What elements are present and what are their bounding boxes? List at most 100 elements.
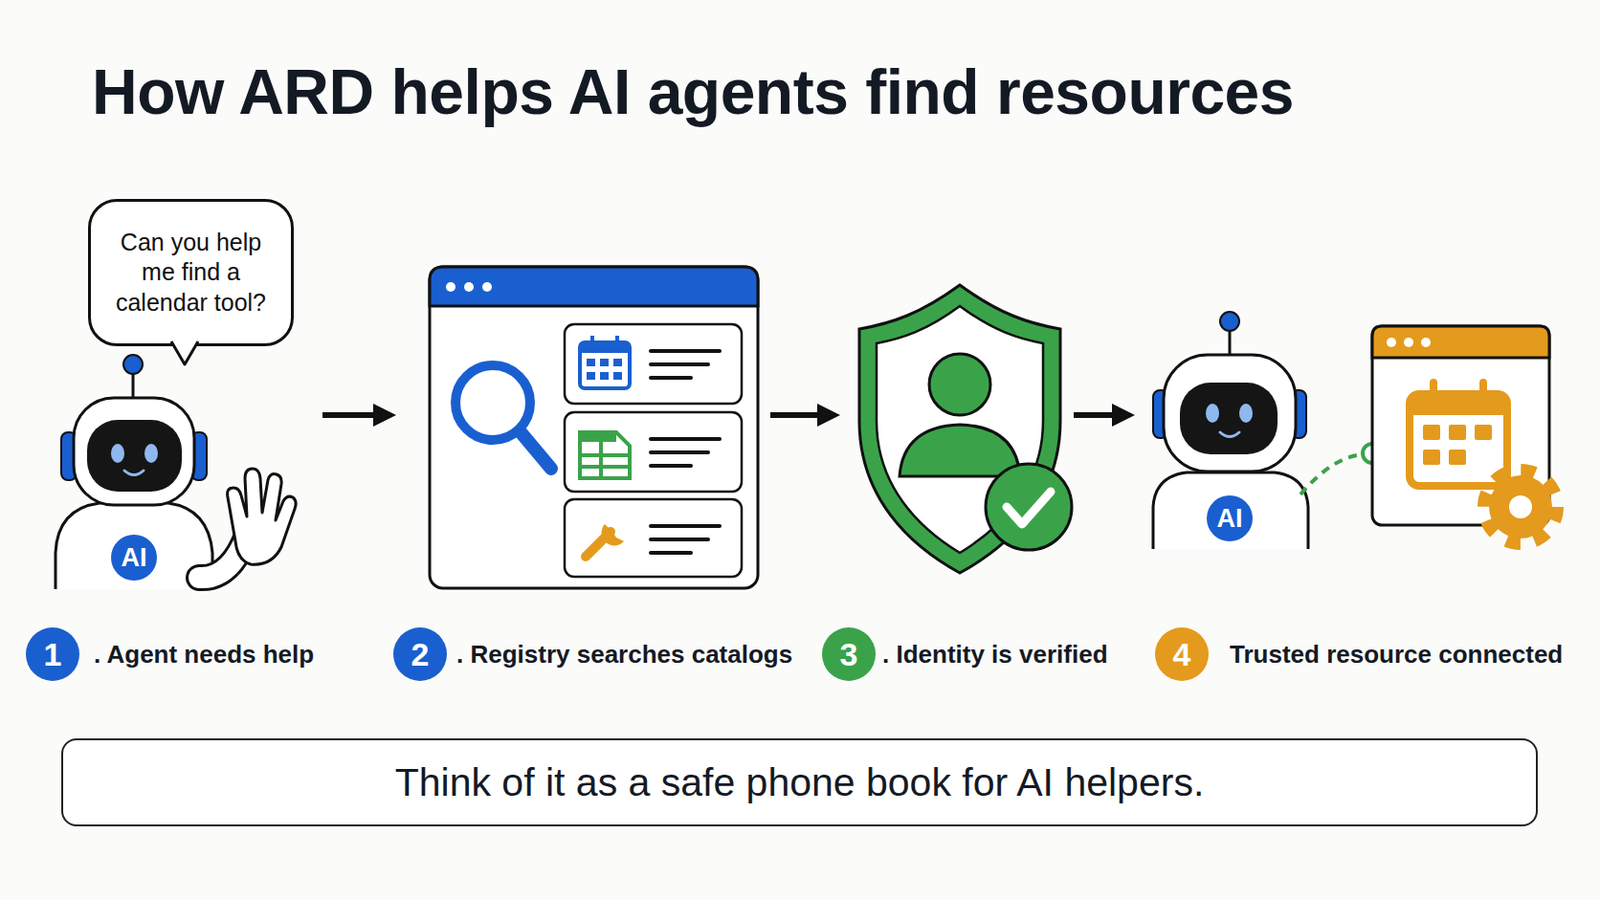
calendar-window-part	[1488, 475, 1553, 539]
registry-window-part	[564, 412, 742, 492]
node-text: AI	[121, 543, 148, 574]
bubble-tail-part	[171, 341, 199, 365]
registry-window-part	[579, 453, 630, 458]
registry-window-part-part	[650, 437, 720, 442]
node-text: AI	[1217, 504, 1244, 534]
robot-agent-part	[144, 444, 158, 464]
calendar-window-part	[1386, 337, 1397, 348]
step-number-text: 2	[411, 636, 430, 674]
speech-bubble: Can you help me find a calendar tool?	[88, 199, 294, 347]
registry-window-part-part	[650, 376, 691, 380]
registry-window-part-part	[586, 372, 596, 380]
calendar-window-part	[1409, 394, 1508, 487]
identity-shield-part	[929, 354, 991, 416]
step-number: 4	[1155, 627, 1209, 682]
step-label: Trusted resource connected	[1229, 640, 1563, 670]
flow-arrow-part	[322, 412, 385, 419]
node-text: Think of it as a safe phone book for AI …	[395, 760, 1205, 806]
robot-agent-part	[1220, 311, 1240, 332]
robot-agent-part	[1179, 382, 1278, 455]
calendar-window-part-part	[1448, 424, 1467, 441]
step-number: 2	[393, 627, 447, 682]
robot-agent-part	[87, 420, 182, 492]
step-label: . Agent needs help	[93, 640, 314, 670]
calendar-window-part	[1479, 382, 1488, 402]
robot-agent-part	[1228, 329, 1232, 356]
registry-window-part	[521, 433, 552, 469]
connection-line-part	[1300, 454, 1363, 495]
identity-shield-part	[899, 424, 1021, 477]
registry-window-part	[650, 351, 720, 554]
robot-agent-part	[132, 371, 135, 400]
calendar-window-part	[1372, 326, 1550, 358]
step-number-text: 1	[44, 636, 63, 674]
calendar-window-part	[1484, 470, 1557, 544]
registry-window-part-part	[586, 358, 596, 367]
registry-window-part-part	[600, 358, 609, 367]
registry-window	[429, 266, 758, 589]
diagram-title: How ARD helps AI agents find resources	[91, 55, 1294, 129]
registry-window-part	[445, 282, 456, 292]
robot-agent	[1153, 311, 1309, 550]
registry-window-part	[579, 342, 630, 389]
robot-agent-part	[123, 355, 143, 375]
registry-window-part	[579, 465, 630, 469]
registry-window-part	[579, 342, 630, 354]
identity-shield-part	[985, 464, 1072, 551]
robot-agent-part	[1153, 472, 1309, 550]
registry-window-part	[579, 432, 617, 443]
robot-agent-part	[227, 468, 297, 565]
step-number-text: 4	[1173, 636, 1192, 674]
registry-window-part	[590, 335, 595, 347]
calendar-window-part-part	[1422, 424, 1441, 441]
ai-badge: AI	[111, 534, 157, 581]
calendar-window	[1372, 326, 1557, 544]
registry-window-part-part	[650, 362, 709, 367]
step-number: 1	[25, 627, 80, 682]
registry-window-part	[564, 499, 742, 578]
calendar-window-part	[1403, 337, 1414, 348]
step-label: . Identity is verified	[882, 640, 1109, 670]
robot-agent	[55, 355, 296, 590]
registry-window-part-part	[650, 524, 720, 529]
step-number: 3	[822, 627, 876, 682]
registry-window-part-part	[650, 349, 720, 354]
robot-agent-part	[73, 398, 195, 506]
connection-line	[1300, 444, 1382, 495]
registry-window-part-part	[600, 372, 609, 380]
flow-arrow-part	[1073, 412, 1124, 419]
registry-window-part	[615, 335, 620, 347]
robot-agent-part	[1220, 432, 1240, 438]
flow-arrow-part	[770, 412, 829, 419]
registry-window-part	[429, 266, 758, 589]
registry-window-part	[464, 282, 474, 292]
robot-agent-part	[1205, 403, 1220, 423]
registry-window-part	[482, 282, 492, 292]
calendar-window-part-part	[1422, 449, 1441, 466]
calendar-window-part	[1409, 394, 1508, 416]
robot-agent-part	[1239, 403, 1253, 423]
ai-badge: AI	[1206, 495, 1253, 542]
robot-agent-part	[111, 444, 125, 464]
registry-window-part-part	[650, 450, 709, 455]
node-text: Can you help me find a calendar tool?	[106, 227, 276, 318]
registry-window-part	[429, 266, 758, 307]
calendar-window-part	[1421, 337, 1431, 348]
identity-shield-part	[1006, 491, 1051, 525]
robot-agent-part	[124, 470, 144, 476]
step-label: . Registry searches catalogs	[456, 640, 793, 670]
identity-shield	[859, 285, 1072, 574]
registry-window-part-part	[650, 464, 691, 468]
registry-window-part	[564, 324, 742, 404]
caption-box: Think of it as a safe phone book for AI …	[61, 738, 1538, 827]
bubble-tail-part	[171, 338, 199, 365]
registry-window-part-part	[650, 551, 691, 556]
registry-window-part-part	[650, 537, 709, 542]
bubble-tail	[169, 341, 208, 369]
registry-window-part	[601, 524, 624, 546]
calendar-window-part	[1509, 495, 1533, 519]
calendar-window-part-part	[1448, 449, 1467, 466]
registry-window-part-part	[613, 358, 623, 367]
robot-agent-part	[1163, 355, 1296, 472]
